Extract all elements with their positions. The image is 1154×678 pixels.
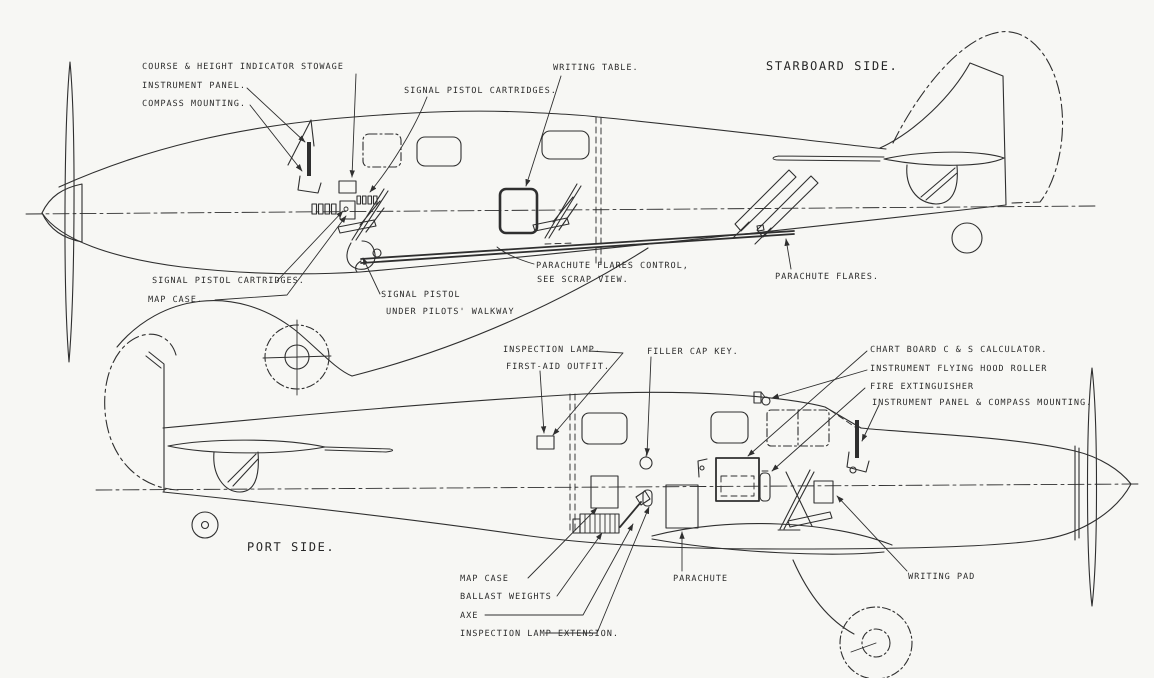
pilot-seat-icon: [338, 189, 388, 240]
map-case-icon: [340, 201, 355, 219]
port-view-title: PORT SIDE.: [246, 540, 336, 554]
instrument-panel-icon: [307, 142, 311, 176]
label-first-aid-outfit: FIRST-AID OUTFIT.: [505, 362, 611, 372]
label-axe: AXE: [459, 611, 479, 621]
filler-cap-key-icon: [698, 459, 707, 477]
chart-board-icon: [767, 410, 829, 446]
label-signal-cartridges-lower: SIGNAL PISTOL CARTRIDGES.: [151, 276, 306, 286]
label-writing-table: WRITING TABLE.: [552, 63, 639, 73]
starboard-aircraft-drawing: [26, 32, 1096, 395]
label-signal-pistol: SIGNAL PISTOL: [380, 290, 461, 300]
label-writing-pad: WRITING PAD: [907, 572, 976, 582]
label-ballast-weights: BALLAST WEIGHTS: [459, 592, 552, 602]
writing-table-icon: [500, 189, 537, 233]
label-instrument-panel-top: INSTRUMENT PANEL.: [141, 81, 247, 91]
starboard-view-title: STARBOARD SIDE.: [765, 59, 899, 73]
compass-mounting-icon: [298, 176, 321, 193]
label-flares-control-1: PARACHUTE FLARES CONTROL,: [535, 261, 690, 271]
propeller-blade-icon: [1088, 368, 1097, 606]
map-case-icon: [591, 476, 618, 508]
chart-board-case-icon: [716, 458, 759, 501]
window: [363, 134, 401, 167]
tail-circle: [952, 223, 982, 253]
window: [711, 412, 748, 443]
fire-extinguisher-icon: [760, 473, 770, 501]
hood-roller-icon: [754, 392, 770, 405]
pilot-seat-icon: [778, 470, 832, 530]
label-map-case-bottom: MAP CASE: [459, 574, 510, 584]
lamp-extension-icon: [643, 490, 652, 506]
label-signal-pistol-location: UNDER PILOTS' WALKWAY: [385, 307, 515, 317]
label-inspection-lamp: INSPECTION LAMP.: [502, 345, 601, 355]
label-course-height-stowage: COURSE & HEIGHT INDICATOR STOWAGE: [141, 62, 344, 72]
label-flares-control-2: SEE SCRAP VIEW.: [536, 275, 629, 285]
window: [542, 131, 589, 159]
label-fire-extinguisher: FIRE EXTINGUISHER: [869, 382, 975, 392]
label-instrument-panel-bottom: INSTRUMENT PANEL & COMPASS MOUNTING.: [871, 398, 1093, 408]
propeller-blade-icon: [65, 62, 74, 362]
window: [417, 137, 461, 166]
label-map-case-top: MAP CASE.: [147, 295, 204, 305]
axe-icon: [620, 491, 650, 527]
ballast-weights-icon: [573, 514, 619, 533]
flares-chute: [361, 231, 794, 263]
indicator-stowage-icon: [339, 181, 356, 193]
leader-lines: [215, 74, 907, 633]
port-aircraft-drawing: [96, 334, 1140, 678]
label-chart-board: CHART BOARD C & S CALCULATOR.: [869, 345, 1048, 355]
instrument-panel-icon: [855, 420, 859, 458]
second-seat-icon: [533, 184, 581, 244]
main-wheel-icon: [840, 607, 912, 678]
parachute-flares-icon: [733, 170, 818, 244]
inspection-lamp-icon: [537, 436, 554, 449]
window: [582, 413, 627, 444]
label-compass-mounting-top: COMPASS MOUNTING.: [141, 99, 247, 109]
signal-pistol-icon: [347, 241, 375, 269]
label-inspection-lamp-extension: INSPECTION LAMP EXTENSION.: [459, 629, 620, 639]
label-signal-cartridges-upper: SIGNAL PISTOL CARTRIDGES.: [403, 86, 558, 96]
label-filler-cap-key: FILLER CAP KEY.: [646, 347, 739, 357]
label-parachute-flares: PARACHUTE FLARES.: [774, 272, 880, 282]
label-parachute: PARACHUTE: [672, 574, 729, 584]
parachute-icon: [666, 485, 698, 528]
filler-cap-icon: [640, 457, 652, 469]
label-hood-roller: INSTRUMENT FLYING HOOD ROLLER: [869, 364, 1048, 374]
writing-pad-icon: [814, 481, 833, 503]
